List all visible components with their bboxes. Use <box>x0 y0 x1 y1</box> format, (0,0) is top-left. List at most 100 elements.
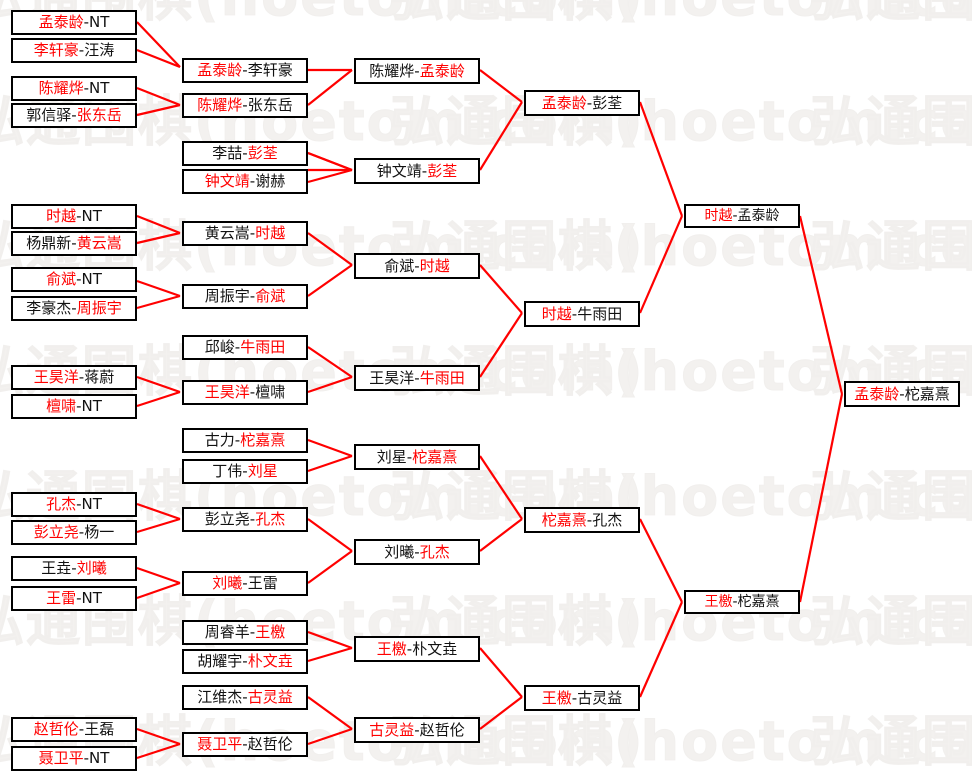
match-box[interactable]: 孟泰龄-彭荃 <box>524 90 640 116</box>
match-box[interactable]: 时越-牛雨田 <box>524 301 640 327</box>
match-box[interactable]: 周睿羊-王檄 <box>182 620 308 645</box>
match-box[interactable]: 陈耀烨-孟泰龄 <box>354 58 480 84</box>
match-box[interactable]: 陈耀烨-张东岳 <box>182 93 308 118</box>
match-box[interactable]: 胡耀宇-朴文垚 <box>182 649 308 674</box>
match-separator: - <box>78 41 85 59</box>
match-separator: - <box>83 13 90 31</box>
match-separator: - <box>414 368 420 387</box>
match-box[interactable]: 彭立尧-杨一 <box>11 520 137 545</box>
match-box[interactable]: 钟文靖-彭荃 <box>354 158 480 184</box>
match-box[interactable]: 彭立尧-孔杰 <box>182 507 308 532</box>
match-box[interactable]: 刘曦-王雷 <box>182 571 308 596</box>
match-loser-name: 陈耀烨 <box>369 61 415 80</box>
match-loser-name: 邱峻 <box>204 338 235 356</box>
match-loser-name: 谢赫 <box>255 172 286 190</box>
match-box[interactable]: 时越-NT <box>11 204 137 229</box>
match-winner-name: 柁嘉熹 <box>240 431 286 449</box>
match-box[interactable]: 周振宇-俞斌 <box>182 284 308 309</box>
match-box[interactable]: 檀啸-NT <box>11 394 137 419</box>
match-box[interactable]: 聂卫平-NT <box>11 746 137 771</box>
match-loser-name: 周睿羊 <box>204 623 250 641</box>
match-winner-name: 聂卫平 <box>38 749 84 767</box>
match-box[interactable]: 陈耀烨-NT <box>11 76 137 101</box>
match-box[interactable]: 孟泰龄-李轩豪 <box>182 58 308 83</box>
match-box[interactable]: 孟泰龄-NT <box>11 10 137 35</box>
match-separator: - <box>76 270 82 288</box>
match-loser-name: 王雷 <box>247 574 278 592</box>
match-box[interactable]: 郭信驿-张东岳 <box>11 103 137 128</box>
match-box[interactable]: 李喆-彭荃 <box>182 141 308 166</box>
match-loser-name: 黄云嵩 <box>204 224 250 242</box>
match-loser-name: 江维杰 <box>197 688 243 706</box>
match-separator: - <box>571 304 578 323</box>
match-box[interactable]: 李豪杰-周振宇 <box>11 296 137 321</box>
match-box[interactable]: 邱峻-牛雨田 <box>182 335 308 360</box>
match-box[interactable]: 钟文靖-谢赫 <box>182 169 308 194</box>
match-winner-name: 彭荃 <box>427 161 458 180</box>
match-winner-name: 王檄 <box>704 594 733 610</box>
watermark-text: 弘通围棋(hoetom.com) <box>810 215 972 278</box>
match-box[interactable]: 刘星-柁嘉熹 <box>354 444 480 470</box>
match-box[interactable]: 杨鼎新-黄云嵩 <box>11 231 137 256</box>
match-winner-name: 赵哲伦 <box>33 720 79 738</box>
match-box[interactable]: 王檄-柁嘉熹 <box>684 590 800 614</box>
match-box[interactable]: 刘曦-孔杰 <box>354 539 480 565</box>
match-box[interactable]: 聂卫平-赵哲伦 <box>182 732 308 757</box>
watermark-text: 弘通围棋(hoetom.com) <box>810 590 972 653</box>
match-box[interactable]: 赵哲伦-王磊 <box>11 717 137 742</box>
match-separator: - <box>406 447 413 466</box>
match-loser-name: 柁嘉熹 <box>737 594 780 610</box>
match-winner-name: 时越 <box>46 207 77 225</box>
match-winner-name: 孟泰龄 <box>541 93 587 112</box>
match-separator: - <box>732 208 738 224</box>
match-loser-name: 周振宇 <box>204 287 250 305</box>
match-loser-name: 胡耀宇 <box>197 652 243 670</box>
match-box[interactable]: 柁嘉熹-孔杰 <box>524 507 640 533</box>
match-winner-name: 孟泰龄 <box>854 384 900 403</box>
match-loser-name: 赵哲伦 <box>247 735 293 753</box>
match-box[interactable]: 俞斌-时越 <box>354 253 480 279</box>
watermark-text: 弘通围棋(hoetom.com) <box>390 0 972 24</box>
match-box[interactable]: 时越-孟泰龄 <box>684 204 800 228</box>
match-loser-name: 杨一 <box>84 523 115 541</box>
match-box[interactable]: 江维杰-古灵益 <box>182 685 308 710</box>
match-loser-name: 刘星 <box>376 447 407 466</box>
match-box[interactable]: 李轩豪-汪涛 <box>11 38 137 63</box>
match-separator: - <box>242 96 248 114</box>
match-loser-name: 杨鼎新 <box>26 234 72 252</box>
match-separator: - <box>242 61 248 79</box>
match-box[interactable]: 古灵益-赵哲伦 <box>354 717 480 743</box>
match-loser-name: 古灵益 <box>577 688 623 707</box>
match-box[interactable]: 王雷-NT <box>11 586 137 611</box>
match-separator: - <box>571 688 578 707</box>
match-box[interactable]: 古力-柁嘉熹 <box>182 428 308 453</box>
match-separator: - <box>78 368 85 386</box>
match-separator: - <box>234 338 241 356</box>
match-winner-name: 刘星 <box>247 462 278 480</box>
watermark-text: 弘通围棋(hoetom.com) <box>810 0 972 24</box>
match-box[interactable]: 王昊洋-牛雨田 <box>354 365 480 391</box>
match-box[interactable]: 王垚-刘曦 <box>11 556 137 581</box>
match-separator: - <box>249 383 256 401</box>
match-loser-name: 赵哲伦 <box>419 720 465 739</box>
match-winner-name: 孔杰 <box>419 542 450 561</box>
match-box[interactable]: 王昊洋-蒋蔚 <box>11 365 137 390</box>
match-separator: - <box>76 495 82 513</box>
match-winner-name: 牛雨田 <box>419 368 465 387</box>
match-winner-name: 彭立尧 <box>33 523 79 541</box>
match-box[interactable]: 孟泰龄-柁嘉熹 <box>844 381 960 407</box>
match-loser-name: 王垚 <box>41 559 72 577</box>
match-box[interactable]: 孔杰-NT <box>11 492 137 517</box>
match-loser-name: NT <box>81 270 102 288</box>
match-box[interactable]: 俞斌-NT <box>11 267 137 292</box>
match-separator: - <box>242 462 248 480</box>
match-box[interactable]: 丁伟-刘星 <box>182 459 308 484</box>
match-box[interactable]: 王檄-朴文垚 <box>354 636 480 662</box>
match-box[interactable]: 王昊洋-檀啸 <box>182 380 308 405</box>
match-loser-name: 檀啸 <box>255 383 286 401</box>
match-box[interactable]: 黄云嵩-时越 <box>182 221 308 246</box>
match-box[interactable]: 王檄-古灵益 <box>524 685 640 711</box>
match-loser-name: 古力 <box>204 431 235 449</box>
